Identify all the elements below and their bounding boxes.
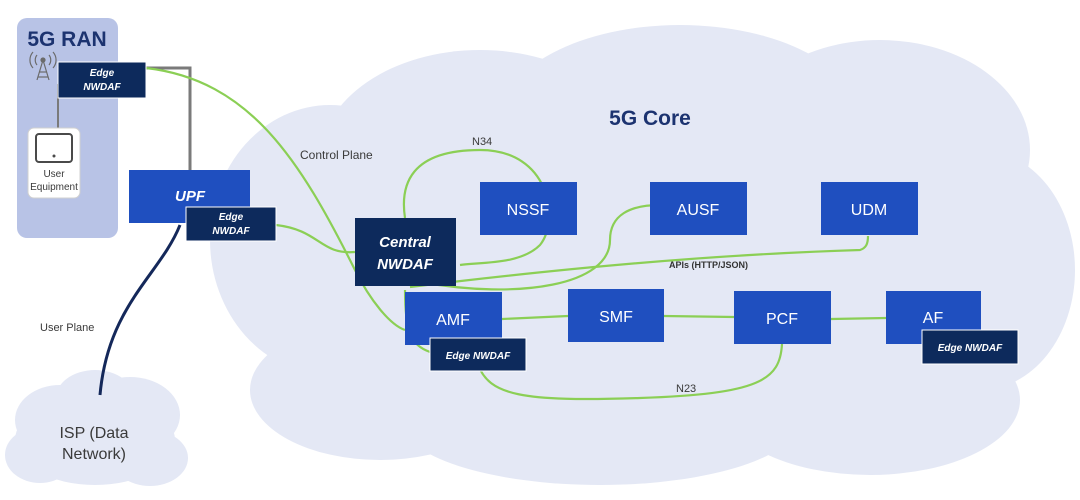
udm-apis-link (409, 235, 870, 289)
n34-link (402, 148, 551, 267)
upf-edge-nwdaf-line1: Edge (219, 212, 244, 223)
central-nwdaf-line2: NWDAF (377, 256, 434, 273)
upf-nwdaf-link (275, 223, 356, 254)
ausf-box (650, 182, 747, 235)
core-title: 5G Core (609, 107, 691, 130)
ran-title: 5G RAN (27, 28, 106, 51)
n34-label: N34 (472, 136, 492, 148)
ran-edge-nwdaf-box (57, 61, 147, 99)
upf-label: UPF (175, 188, 206, 205)
ue-label-line2: Equipment (30, 182, 78, 193)
central-nwdaf-box (355, 218, 456, 286)
upf-edge-nwdaf-line2: NWDAF (212, 226, 250, 237)
udm-box (821, 182, 918, 235)
apis-label: APIs (HTTP/JSON) (669, 260, 748, 270)
n23-label: N23 (676, 383, 696, 395)
pcf-box (734, 291, 831, 344)
isp-label-line1: ISP (Data (59, 425, 128, 442)
nssf-box (480, 182, 577, 235)
af-edge-nwdaf-box (921, 329, 1019, 365)
amf-edge-nwdaf-box (429, 337, 527, 372)
n23-link (476, 343, 784, 401)
user-plane-link (98, 224, 182, 396)
control-links (145, 66, 887, 401)
pcf-label: PCF (766, 311, 798, 328)
pcf-af-link (830, 316, 887, 321)
ausf-link (419, 203, 661, 291)
amf-edge-nwdaf-label: Edge NWDAF (446, 351, 511, 362)
isp-label-line2: Network) (62, 446, 126, 463)
ran-edge-nwdaf-line2: NWDAF (83, 82, 121, 93)
core-cloud (210, 25, 1075, 485)
ausf-label: AUSF (677, 202, 720, 219)
smf-label: SMF (599, 309, 633, 326)
ran-edge-nwdaf-line1: Edge (90, 68, 115, 79)
af-label: AF (923, 310, 944, 327)
amf-label: AMF (436, 312, 470, 329)
cell-tower-icon (29, 51, 57, 81)
ran-upf-link (146, 66, 192, 170)
central-nwdaf-line1: Central (379, 234, 432, 251)
user-equipment-icon (27, 127, 81, 199)
af-edge-nwdaf-label: Edge NWDAF (938, 343, 1003, 354)
nssf-label: NSSF (507, 202, 550, 219)
smf-pcf-link (663, 314, 735, 319)
smf-box (568, 289, 664, 342)
amf-box (405, 292, 502, 345)
control-plane-link (145, 66, 406, 332)
user-plane-label: User Plane (40, 322, 94, 334)
upf-edge-nwdaf-box (185, 206, 277, 242)
udm-label: UDM (851, 202, 887, 219)
isp-cloud (5, 370, 188, 486)
amf-smf-link (501, 314, 569, 321)
ue-label-line1: User (43, 169, 65, 180)
control-plane-label: Control Plane (300, 148, 373, 162)
